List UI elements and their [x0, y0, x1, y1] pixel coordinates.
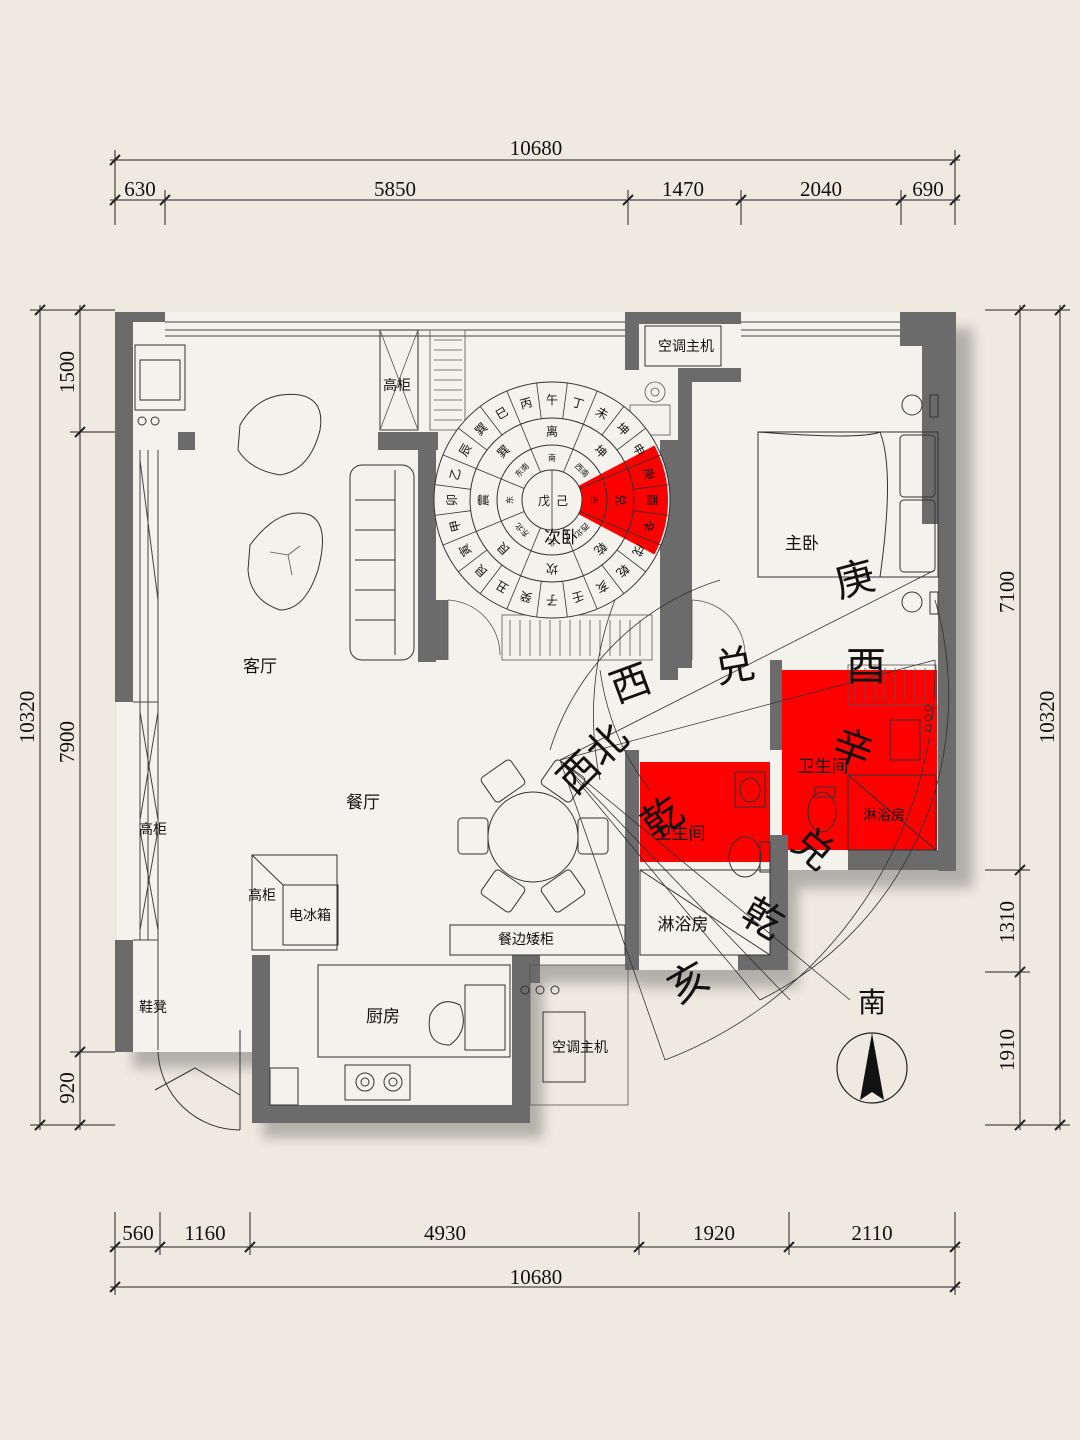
- room-label-kitchen: 厨房: [366, 1007, 400, 1027]
- bottom-dimension-1: 560: [122, 1221, 154, 1245]
- tall-cabinet-top: [379, 329, 419, 431]
- bagua-outer-label: 乙: [447, 467, 464, 482]
- room-label-dining: 餐厅: [346, 793, 380, 813]
- right-total-dimension: 10320: [1035, 691, 1059, 744]
- sector-lines: [549, 569, 950, 1061]
- bagua-outer-label: 癸: [519, 588, 534, 605]
- bagua-outer-label: 酉: [645, 494, 659, 506]
- top-dimension-lines: [109, 150, 961, 225]
- bagua-center-left: 戊: [538, 494, 550, 508]
- lounge-chair-1: [237, 393, 322, 476]
- bagua-outer-label: 壬: [570, 588, 585, 605]
- room-label-bathroom-1: 卫生间: [655, 824, 706, 844]
- fridge-label: 电冰箱: [289, 908, 331, 924]
- north-arrow-label: 南: [858, 987, 886, 1019]
- bagua-center-right: 己: [556, 494, 568, 508]
- bottom-dimension-2: 1160: [184, 1221, 225, 1245]
- right-dimension-lines: [985, 304, 1070, 1131]
- bagua-trigram-label: 兑: [614, 494, 628, 506]
- washing-machine: [134, 344, 186, 426]
- bagua-trigram-label: 离: [546, 424, 558, 439]
- room-label-bathroom-2: 卫生间: [798, 757, 849, 777]
- bagua-outer-label: 丁: [570, 395, 585, 412]
- bagua-direction-label: 西: [590, 496, 599, 504]
- bottom-dimension-3: 4930: [424, 1221, 466, 1245]
- direction-dui: 兑: [711, 641, 758, 693]
- bagua-outer-label: 庚: [640, 466, 658, 481]
- ac-unit-bottom-label: 空调主机: [552, 1040, 608, 1056]
- bagua-outer-label: 丙: [519, 395, 534, 412]
- left-total-dimension: 10320: [15, 691, 39, 744]
- bagua-trigram-label: 坎: [546, 562, 558, 576]
- bottom-dimension-lines: [109, 1212, 961, 1295]
- top-dimension-4: 2040: [800, 177, 842, 201]
- door-second-bedroom: [447, 599, 501, 660]
- room-label-second-bedroom: 次卧: [544, 528, 578, 548]
- closet-hangers-top: [429, 329, 466, 431]
- direction-you: 酉: [846, 644, 886, 690]
- balcony-outline: [529, 964, 629, 1106]
- left-dimension-2: 7900: [55, 721, 79, 763]
- top-dimension-2: 5850: [374, 177, 416, 201]
- ac-unit-bottom: [542, 1011, 586, 1083]
- left-dimension-3: 920: [55, 1072, 79, 1104]
- top-dimension-5: 690: [912, 177, 944, 201]
- room-label-living: 客厅: [243, 657, 277, 677]
- kitchen-fixtures: [317, 964, 560, 1101]
- left-window: [133, 450, 159, 1050]
- bagua-direction-label: 东: [505, 496, 515, 504]
- door-master-bedroom: [691, 599, 746, 660]
- bathroom-fixtures: [639, 704, 937, 956]
- lounge-chair-2: [247, 512, 323, 611]
- dining-table: [457, 759, 609, 913]
- ac-unit-top-label: 空调主机: [658, 339, 714, 355]
- sideboard-label: 餐边矮柜: [498, 932, 554, 948]
- sideboard: [449, 924, 626, 956]
- bottom-dimension-4: 1920: [693, 1221, 735, 1245]
- bagua-direction-label: 南: [548, 453, 556, 463]
- bathroom-highlight-left: [640, 762, 770, 862]
- right-dimension-2: 1310: [995, 901, 1019, 943]
- top-dimension-1: 630: [124, 177, 156, 201]
- fridge-cabinet-block: [251, 854, 339, 951]
- ac-unit-top: [644, 325, 722, 367]
- tall-cabinet-left-label: 高柜: [139, 821, 167, 838]
- top-dimension-3: 1470: [662, 177, 704, 201]
- entrance-door: [154, 1030, 241, 1131]
- bagua-trigram-label: 震: [477, 494, 491, 506]
- top-total-dimension: 10680: [510, 136, 563, 160]
- bagua-outer-label: 辛: [640, 518, 657, 533]
- room-label-master-bedroom: 主卧: [785, 534, 819, 554]
- left-dimension-1: 1500: [55, 351, 79, 393]
- tall-cabinet-top-label: 高柜: [383, 377, 411, 394]
- walls: [115, 312, 956, 1123]
- left-dimension-lines: [30, 304, 115, 1131]
- sofa: [349, 464, 415, 661]
- bagua-compass: 午丁未坤申庚酉辛戌乾亥壬子癸丑艮寅甲卯乙辰巽巳丙离南坤西南兑西乾西北坎北艮东北震…: [433, 381, 671, 619]
- plan-floor: [117, 312, 955, 1123]
- bagua-outer-label: 子: [546, 593, 558, 607]
- room-label-shower-2: 淋浴房: [863, 808, 905, 824]
- right-dimension-1: 7100: [995, 571, 1019, 613]
- tall-cabinet-fridge-label: 高柜: [248, 887, 276, 904]
- bottom-total-dimension: 10680: [510, 1265, 563, 1289]
- bagua-direction-label: 北: [548, 538, 556, 547]
- room-label-shower-1: 淋浴房: [658, 915, 709, 935]
- master-bed: [757, 394, 939, 615]
- north-arrow-icon: [836, 1032, 908, 1104]
- right-dimension-3: 1910: [995, 1029, 1019, 1071]
- bagua-outer-label: 甲: [447, 518, 464, 533]
- bagua-outer-label: 午: [546, 393, 558, 407]
- bagua-outer-label: 卯: [445, 494, 459, 506]
- shoe-bench-label: 鞋凳: [139, 1000, 167, 1016]
- bottom-dimension-5: 2110: [851, 1221, 892, 1245]
